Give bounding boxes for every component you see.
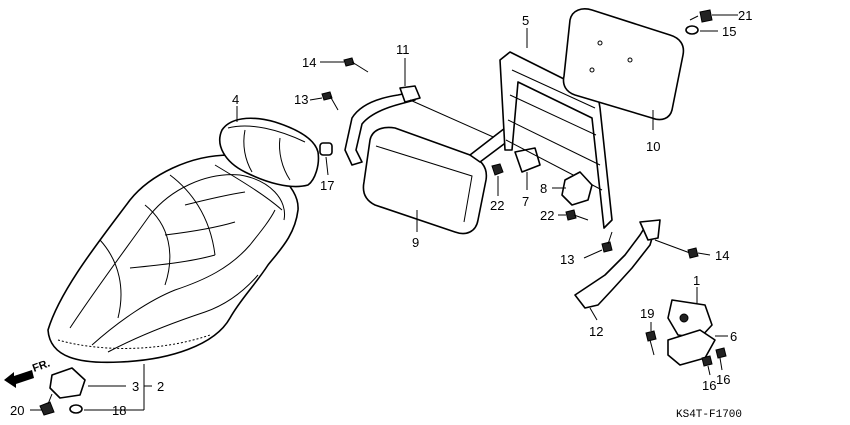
bolt-21[interactable] [689,9,713,23]
bolt-13b[interactable] [601,231,613,253]
callout-label: 11 [396,42,410,57]
backrest-pad-9[interactable] [362,126,488,235]
front-bracket-3[interactable] [49,367,86,399]
callout-label: 9 [412,235,419,250]
leader-lines [30,14,738,411]
front-arrow-icon [4,370,34,388]
cushion-8[interactable] [561,171,593,206]
callout-label: 6 [730,329,737,344]
nut-22a[interactable] [491,163,504,176]
callout-label: 22 [540,208,554,223]
callout-label: 2 [157,379,164,394]
callout-label: 12 [589,324,603,339]
seat-part[interactable] [47,154,299,364]
bolt-20[interactable] [39,393,55,416]
pad-part-4[interactable] [219,117,320,188]
diagram-code: KS4T-F1700 [676,409,742,421]
callout-label: 5 [522,13,529,28]
screw-16b[interactable] [715,347,727,359]
callout-label: 7 [522,194,529,209]
grip-bracket-12[interactable] [574,219,661,309]
callout-label: 13 [294,92,308,107]
collar-17[interactable] [319,142,333,156]
callout-label: 3 [132,379,139,394]
bolt-14a[interactable] [343,57,369,73]
callout-label: 14 [302,55,316,70]
callout-label: 20 [10,403,24,418]
callout-label: 14 [715,248,729,263]
callout-label: 10 [646,139,660,154]
rack-pad-10[interactable] [562,8,685,121]
bolt-13a[interactable] [321,91,339,111]
backrest-bracket-11[interactable] [344,85,501,166]
callout-label: 22 [490,198,504,213]
washer-15[interactable] [685,25,699,35]
callout-label: 8 [540,181,547,196]
callout-label: 21 [738,8,752,23]
screw-19[interactable] [645,330,657,356]
callout-label: 16 [716,372,730,387]
front-indicator-label: FR. [31,357,52,374]
callout-label: 17 [320,178,334,193]
callout-label: 13 [560,252,574,267]
nut-18[interactable] [69,404,83,414]
callout-label: 16 [702,378,716,393]
screw-16a[interactable] [701,355,713,367]
callout-label: 18 [112,403,126,418]
callout-label: 4 [232,92,239,107]
callout-label: 19 [640,306,654,321]
callout-label: 15 [722,24,736,39]
callout-label: 1 [693,273,700,288]
bolt-14b[interactable] [654,239,699,259]
callout-labels: 1 2 3 4 5 6 7 8 9 10 11 12 13 13 14 14 1… [10,8,752,418]
bolt-22b[interactable] [565,209,589,221]
